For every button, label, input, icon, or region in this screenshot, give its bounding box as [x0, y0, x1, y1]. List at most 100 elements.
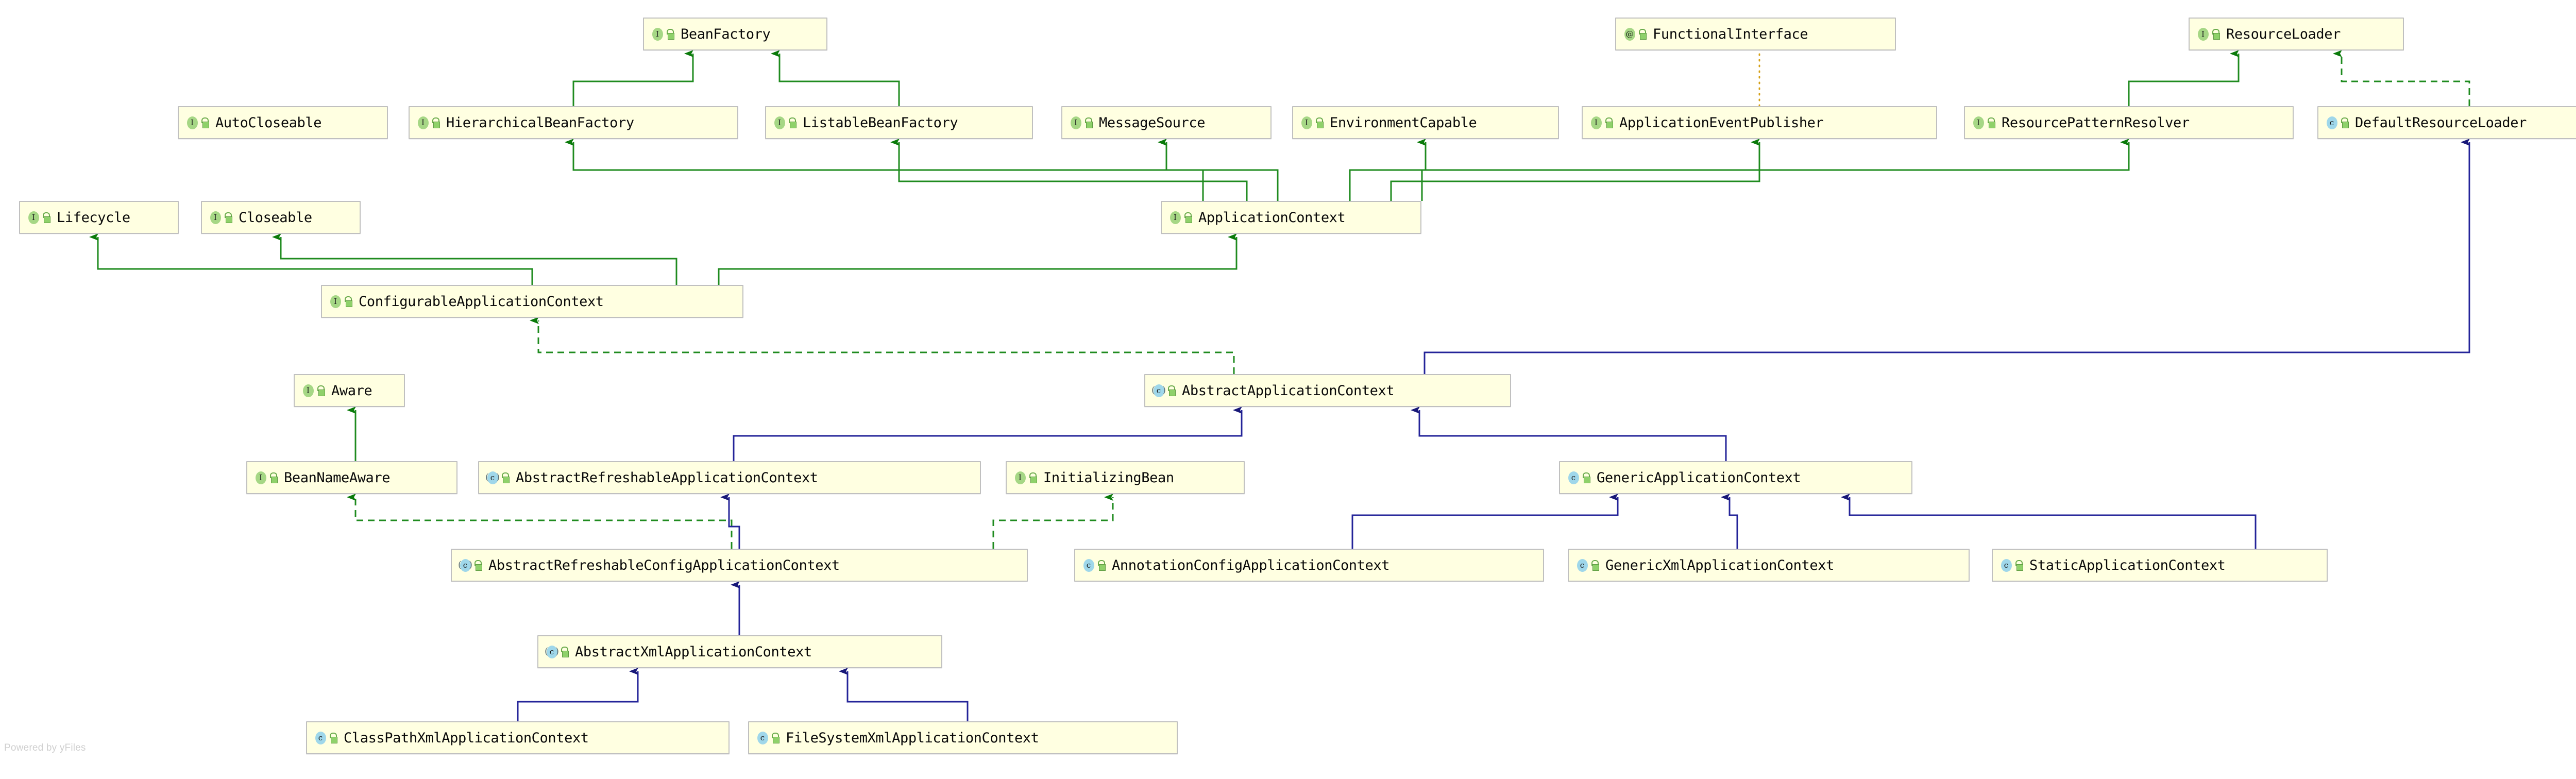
uml-node-label: ApplicationEventPublisher [1619, 114, 1824, 131]
node-icon-group: I [1972, 115, 1996, 130]
unlocked-padlock-icon [1183, 211, 1193, 224]
uml-node-label: AbstractApplicationContext [1182, 382, 1395, 399]
yfiles-watermark: Powered by yFiles [4, 742, 86, 753]
class-type-icon: c [1999, 557, 2013, 573]
class-type-icon: c [1575, 557, 1589, 573]
node-icon-group: c [1567, 470, 1591, 485]
interface-type-icon: I [27, 210, 40, 225]
type-glyph: I [1595, 118, 1598, 127]
abstract-class-type-icon: ()c [485, 470, 500, 485]
type-glyph: I [1074, 118, 1077, 127]
node-icon-group: c [314, 730, 338, 746]
unlocked-padlock-icon [1604, 116, 1614, 129]
uml-node-AutoCloseable[interactable]: I AutoCloseable [178, 106, 388, 139]
type-glyph: I [1174, 213, 1177, 222]
uml-node-FunctionalInterface[interactable]: @FunctionalInterface [1615, 18, 1896, 50]
uml-node-AnnotationConfigApplicationContext[interactable]: c AnnotationConfigApplicationContext [1074, 549, 1544, 582]
type-glyph: c [1571, 473, 1576, 482]
type-glyph: I [2201, 29, 2205, 39]
uml-node-EnvironmentCapable[interactable]: I EnvironmentCapable [1292, 106, 1559, 139]
interface-type-icon: I [1300, 115, 1313, 130]
abstract-class-type-icon: ()c [458, 557, 472, 573]
type-glyph: I [259, 473, 262, 482]
uml-node-label: AbstractRefreshableConfigApplicationCont… [488, 557, 840, 573]
interface-type-icon: I [416, 115, 430, 130]
interface-type-icon: I [329, 294, 342, 309]
interface-type-icon: I [185, 115, 199, 130]
interface-type-icon: I [301, 383, 315, 398]
type-glyph: I [32, 213, 35, 222]
class-type-icon: c [2325, 115, 2338, 130]
uml-node-ApplicationEventPublisher[interactable]: I ApplicationEventPublisher [1582, 106, 1937, 139]
unlocked-padlock-icon [1590, 558, 1600, 572]
node-icon-group: I [329, 294, 353, 309]
node-icon-group: I [1069, 115, 1094, 130]
uml-node-BeanNameAware[interactable]: I BeanNameAware [246, 461, 457, 494]
node-icon-group: I [1168, 210, 1193, 225]
uml-node-StaticApplicationContext[interactable]: c StaticApplicationContext [1992, 549, 2328, 582]
type-glyph: c [1086, 561, 1091, 570]
uml-node-GenericXmlApplicationContext[interactable]: c GenericXmlApplicationContext [1568, 549, 1970, 582]
uml-node-label: EnvironmentCapable [1330, 114, 1477, 131]
uml-node-FileSystemXmlApplicationContext[interactable]: c FileSystemXmlApplicationContext [748, 721, 1178, 754]
uml-node-AbstractRefreshableConfigApplicationContext[interactable]: ()c AbstractRefreshableConfigApplicationC… [451, 549, 1028, 582]
unlocked-padlock-icon [787, 116, 798, 129]
unlocked-padlock-icon [41, 211, 52, 224]
interface-type-icon: I [209, 210, 222, 225]
uml-node-Closeable[interactable]: I Closeable [201, 201, 361, 234]
uml-node-label: Closeable [239, 209, 312, 226]
unlocked-padlock-icon [473, 558, 483, 572]
node-icon-group: I [1013, 470, 1038, 485]
unlocked-padlock-icon [200, 116, 210, 129]
node-icon-group: c [2325, 115, 2350, 130]
class-type-icon: c [314, 730, 327, 746]
interface-type-icon: I [1589, 115, 1603, 130]
uml-node-label: StaticApplicationContext [2029, 557, 2226, 573]
uml-node-label: InitializingBean [1043, 469, 1174, 486]
uml-node-label: FileSystemXmlApplicationContext [786, 730, 1039, 746]
uml-node-label: AutoCloseable [215, 114, 322, 131]
abstract-class-type-icon: ()c [545, 644, 559, 659]
node-icon-group: I [2196, 26, 2221, 42]
node-icon-group: I [301, 383, 326, 398]
interface-type-icon: I [773, 115, 786, 130]
uml-node-label: AnnotationConfigApplicationContext [1112, 557, 1390, 573]
type-glyph: I [778, 118, 781, 127]
class-type-icon: c [756, 730, 769, 746]
node-icon-group: I [209, 210, 233, 225]
unlocked-padlock-icon [1637, 27, 1648, 41]
interface-type-icon: I [2196, 26, 2210, 42]
uml-node-InitializingBean[interactable]: I InitializingBean [1006, 461, 1245, 494]
type-glyph: I [1305, 118, 1308, 127]
interface-type-icon: I [254, 470, 267, 485]
unlocked-padlock-icon [1096, 558, 1107, 572]
uml-node-label: BeanNameAware [284, 469, 391, 486]
unlocked-padlock-icon [1083, 116, 1094, 129]
uml-node-label: BeanFactory [681, 26, 771, 42]
type-glyph: c [549, 647, 554, 656]
uml-node-label: GenericXmlApplicationContext [1605, 557, 1834, 573]
annotation-type-icon: @ [1623, 26, 1636, 42]
type-glyph: I [191, 118, 194, 127]
unlocked-padlock-icon [770, 731, 781, 744]
unlocked-padlock-icon [343, 295, 353, 308]
type-glyph: I [1977, 118, 1980, 127]
